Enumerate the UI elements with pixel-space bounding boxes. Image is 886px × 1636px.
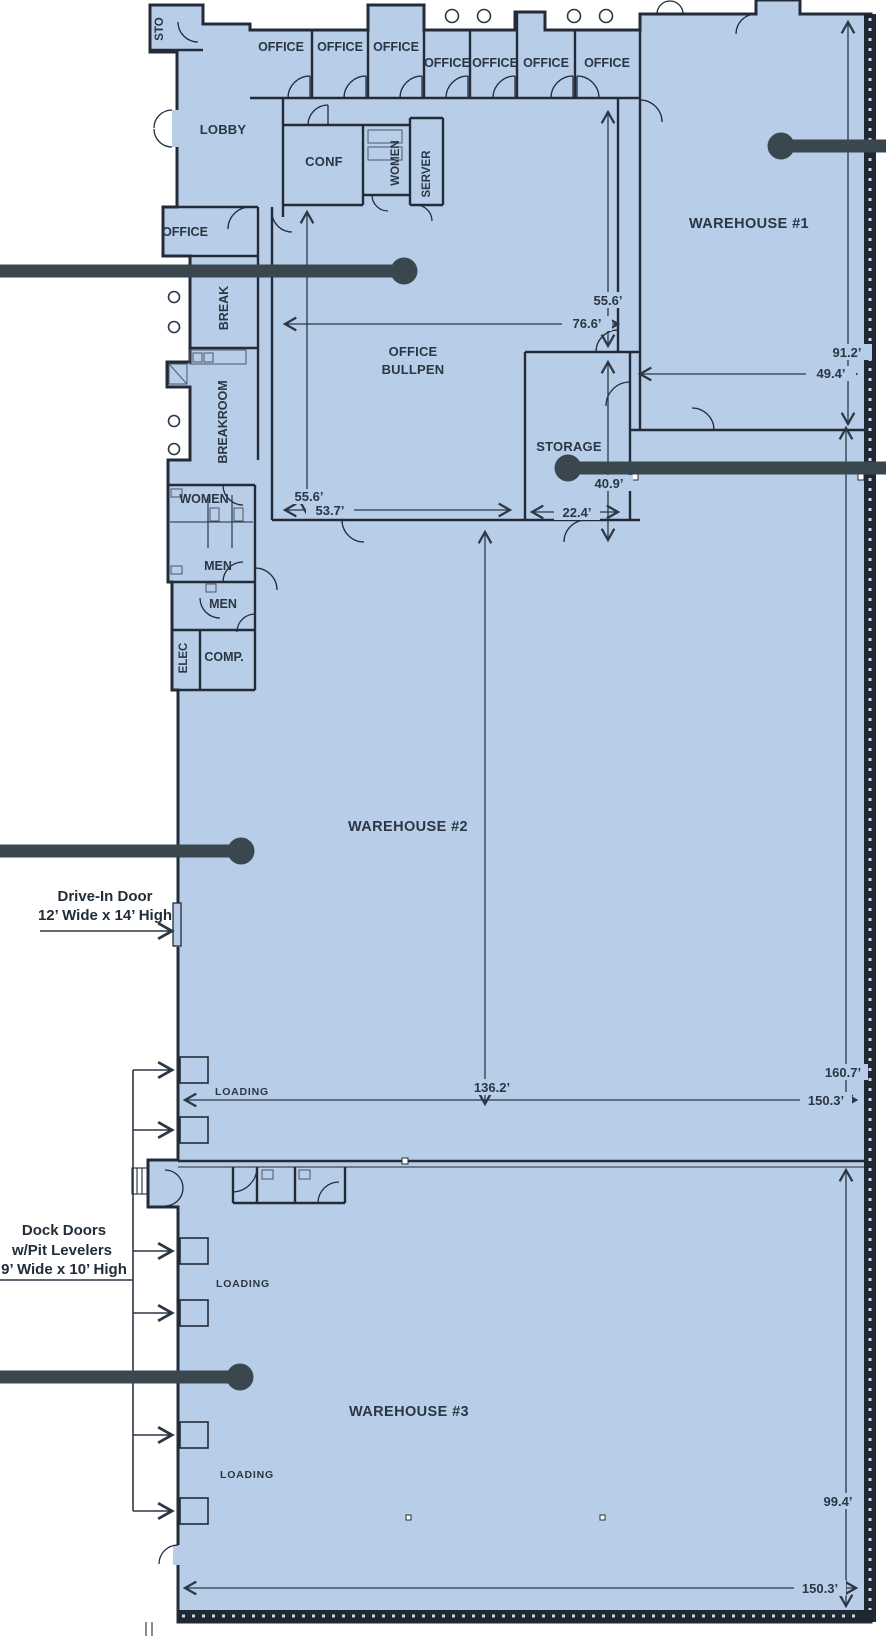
room-label-office-5: OFFICE	[472, 56, 518, 70]
room-label-bullpen-2: BULLPEN	[382, 362, 445, 377]
room-label-women: WOMEN	[179, 492, 228, 506]
doors	[153, 0, 757, 1565]
column-icon	[167, 414, 181, 428]
column-icon	[167, 290, 181, 304]
room-label-loading-b: LOADING	[216, 1278, 270, 1290]
columns	[167, 8, 614, 456]
callout-dot-warehouse1	[767, 132, 795, 160]
dim-22-4: 22.4’	[563, 505, 592, 520]
room-label-women-top: WOMEN	[390, 140, 402, 185]
drive-in-label-line2: 12’ Wide x 14’ High	[38, 907, 172, 924]
room-label-office-7: OFFICE	[584, 56, 630, 70]
room-label-comp: COMP.	[204, 650, 243, 664]
callout-dot-warehouse3	[226, 1363, 254, 1391]
room-label-elec: ELEC	[178, 643, 190, 674]
callout-dot-warehouse2	[227, 837, 255, 865]
column-icon	[566, 8, 582, 24]
dim-53-7: 53.7’	[316, 503, 345, 518]
building-footprint	[146, 0, 873, 1624]
dim-136-2: 136.2’	[474, 1080, 510, 1095]
room-label-office-1: OFFICE	[258, 40, 304, 54]
room-label-loading-a: LOADING	[215, 1086, 269, 1098]
room-label-office-4: OFFICE	[424, 56, 470, 70]
column-icon	[167, 442, 181, 456]
room-label-office-left: OFFICE	[162, 225, 208, 239]
dim-76-6: 76.6’	[573, 316, 602, 331]
room-label-storage: STORAGE	[536, 439, 602, 454]
room-label-office-2: OFFICE	[317, 40, 363, 54]
room-label-sto: STO	[154, 17, 166, 40]
column-icon	[444, 8, 460, 24]
room-label-conf: CONF	[305, 154, 343, 169]
dock-label-line2: w/Pit Levelers	[11, 1242, 112, 1259]
dim-91-2: 91.2’	[833, 345, 862, 360]
dim-160-7: 160.7’	[825, 1065, 861, 1080]
dock-label-line3: 9’ Wide x 10’ High	[1, 1261, 127, 1278]
room-label-break: BREAK	[217, 286, 231, 330]
callouts	[0, 132, 886, 1391]
drive-in-label-line1: Drive-In Door	[57, 888, 152, 905]
room-label-bullpen-1: OFFICE	[389, 344, 438, 359]
hatched-walls	[178, 14, 876, 1622]
room-label-loading-c: LOADING	[220, 1469, 274, 1481]
fixtures	[131, 129, 403, 1195]
wall-openings	[172, 110, 182, 1565]
dim-99-4: 99.4’	[824, 1494, 853, 1509]
room-label-lobby: LOBBY	[200, 122, 247, 137]
dim-150-3-b: 150.3’	[802, 1581, 838, 1596]
room-label-breakroom: BREAKROOM	[216, 380, 230, 463]
room-label-warehouse2: WAREHOUSE #2	[348, 819, 468, 835]
room-label-warehouse1: WAREHOUSE #1	[689, 216, 809, 232]
room-label-office-6: OFFICE	[523, 56, 569, 70]
dock-doors	[0, 921, 209, 1525]
room-label-men-b: MEN	[209, 597, 237, 611]
callout-dot-office	[390, 257, 418, 285]
room-label-office-3: OFFICE	[373, 40, 419, 54]
room-labels: STO OFFICE OFFICE OFFICE OFFICE OFFICE O…	[154, 17, 809, 1481]
column-icon	[476, 8, 492, 24]
dock-label-line1: Dock Doors	[22, 1222, 106, 1239]
dimensions: 55.6’ 76.6’ 91.2’ 49.4’ 55.6’ 53.7’ 40.9…	[182, 19, 872, 1609]
annotations: Drive-In Door 12’ Wide x 14’ High Dock D…	[1, 888, 172, 1278]
room-label-warehouse3: WAREHOUSE #3	[349, 1404, 469, 1420]
callout-dot-storage	[554, 454, 582, 482]
dim-55-6-a: 55.6’	[594, 293, 623, 308]
dim-150-3-a: 150.3’	[808, 1093, 844, 1108]
dim-40-9: 40.9’	[595, 476, 624, 491]
column-icon	[598, 8, 614, 24]
room-label-men-a: MEN	[204, 559, 232, 573]
walls	[145, 5, 866, 1636]
room-label-server: SERVER	[421, 150, 433, 198]
dim-49-4: 49.4’	[817, 366, 846, 381]
dim-55-6-b: 55.6’	[295, 489, 324, 504]
column-icon	[167, 320, 181, 334]
